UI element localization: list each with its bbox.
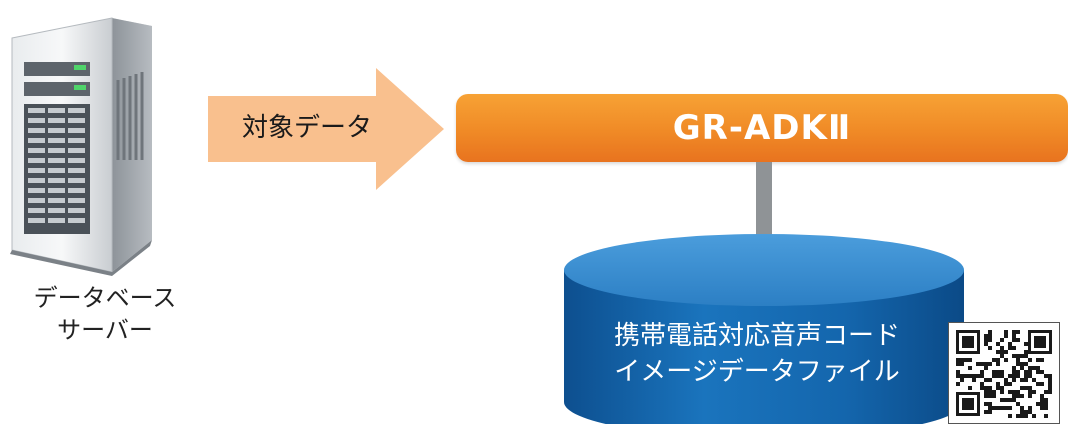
server-caption: データベース サーバー	[10, 282, 200, 346]
database-label: 携帯電話対応音声コード イメージデータファイル	[592, 318, 922, 390]
qr-code-icon	[948, 322, 1060, 424]
system-bar	[456, 94, 1068, 162]
data-flow-arrow	[208, 68, 444, 190]
system-title: GR-ADKⅡ	[672, 108, 852, 148]
server-tower-icon	[10, 17, 152, 276]
database-cylinder-icon	[564, 234, 964, 424]
database-label-line1: 携帯電話対応音声コード	[613, 321, 900, 351]
server-caption-line2: サーバー	[57, 316, 153, 344]
database-label-line2: イメージデータファイル	[614, 357, 900, 387]
server-caption-line1: データベース	[33, 284, 177, 312]
connector-line	[756, 162, 772, 240]
arrow-label: 対象データ	[241, 113, 372, 143]
